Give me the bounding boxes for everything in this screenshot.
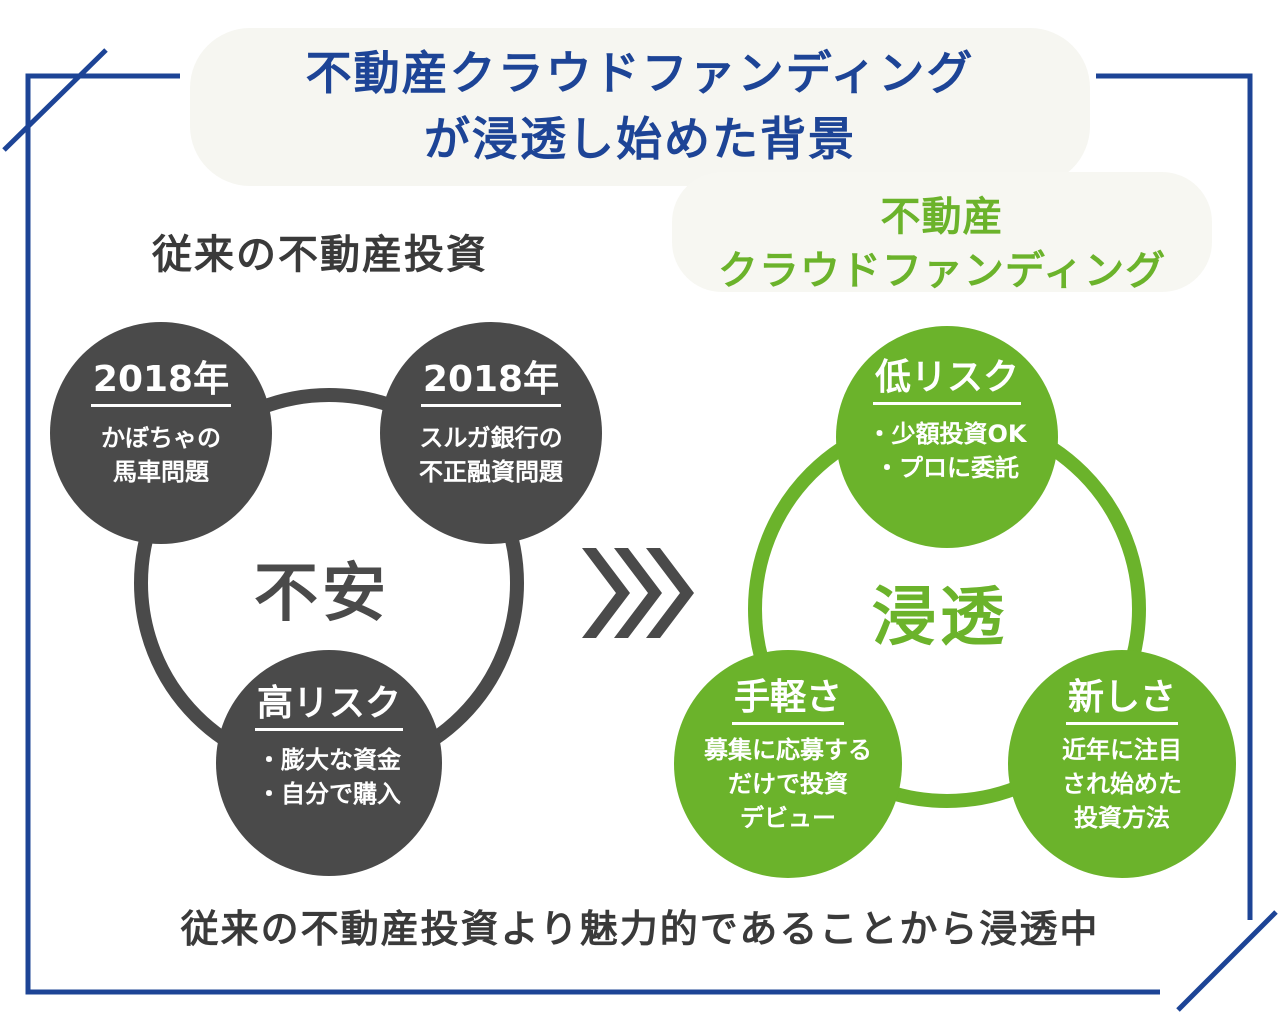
frame-right-top-line xyxy=(1096,73,1253,920)
suruga-circle-title: 2018年 xyxy=(420,358,562,407)
chevron-right-icon xyxy=(646,548,694,638)
anxiety-center-label: 不安 xyxy=(254,557,390,631)
novelty-circle-line: され始めた xyxy=(1062,770,1182,798)
crowdfunding-heading: 不動産 クラウドファンディング xyxy=(672,190,1212,298)
ease-circle: 手軽さ 募集に応募する だけで投資 デビュー xyxy=(674,650,902,878)
ease-circle-line: デビュー xyxy=(740,804,836,832)
crowdfunding-heading-line-2: クラウドファンディング xyxy=(717,248,1167,294)
low-risk-circle-line: ・プロに委託 xyxy=(875,454,1019,482)
ease-circle-title: 手軽さ xyxy=(731,676,844,725)
kabocha-circle-line: 馬車問題 xyxy=(113,458,209,486)
traditional-investment-heading: 従来の不動産投資 xyxy=(152,232,488,278)
suruga-circle-line: スルガ銀行の xyxy=(419,424,563,452)
ease-circle-line: 募集に応募する xyxy=(704,736,872,764)
ease-circle-line: だけで投資 xyxy=(728,770,848,798)
kabocha-problem-circle: 2018年 かぼちゃの 馬車問題 xyxy=(50,322,272,544)
high-risk-circle: 高リスク ・膨大な資金 ・自分で購入 xyxy=(216,650,442,876)
penetration-center-label: 浸透 xyxy=(872,581,1008,655)
low-risk-circle-line: ・少額投資OK xyxy=(867,420,1027,448)
frame-left-bottom-line xyxy=(25,73,1160,995)
low-risk-circle-title: 低リスク xyxy=(872,356,1021,405)
kabocha-circle-line: かぼちゃの xyxy=(101,424,221,452)
conclusion-text: 従来の不動産投資より魅力的であることから浸透中 xyxy=(180,907,1100,951)
transition-arrows-icon xyxy=(582,548,694,638)
kabocha-circle-title: 2018年 xyxy=(90,358,232,407)
frame-slash-bottom-right xyxy=(1176,910,1278,1012)
suruga-bank-circle: 2018年 スルガ銀行の 不正融資問題 xyxy=(380,322,602,544)
low-risk-circle: 低リスク ・少額投資OK ・プロに委託 xyxy=(836,326,1058,548)
suruga-circle-line: 不正融資問題 xyxy=(419,458,563,486)
frame-slash-top-left xyxy=(2,48,108,152)
title-line-2: が浸透し始めた背景 xyxy=(424,112,856,166)
high-risk-circle-title: 高リスク xyxy=(254,682,403,731)
novelty-circle-line: 投資方法 xyxy=(1074,804,1170,832)
high-risk-circle-line: ・自分で購入 xyxy=(257,780,401,808)
high-risk-circle-line: ・膨大な資金 xyxy=(257,746,401,774)
novelty-circle-title: 新しさ xyxy=(1065,676,1178,725)
novelty-circle: 新しさ 近年に注目 され始めた 投資方法 xyxy=(1008,650,1236,878)
page-title: 不動産クラウドファンディング が浸透し始めた背景 xyxy=(190,40,1090,172)
crowdfunding-heading-line-1: 不動産 xyxy=(880,194,1004,240)
chevron-right-icon xyxy=(582,548,630,638)
title-background xyxy=(190,28,1090,186)
chevron-right-icon xyxy=(614,548,662,638)
crowdfunding-heading-background xyxy=(672,172,1212,292)
title-line-1: 不動産クラウドファンディング xyxy=(305,46,975,100)
novelty-circle-line: 近年に注目 xyxy=(1062,736,1182,764)
